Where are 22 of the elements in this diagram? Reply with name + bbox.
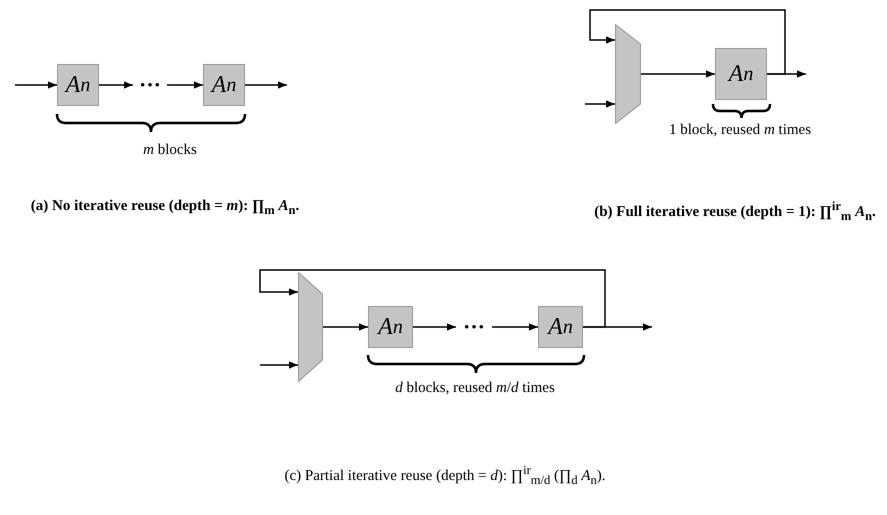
caption: (c) Partial iterative reuse (depth = d): ∏$^{ir}$$_{m/d}$ (∏$_{d}$ A$_{n}$). bbox=[284, 462, 606, 489]
arrow bbox=[589, 9, 786, 75]
arrow bbox=[492, 323, 538, 331]
multiplexer-shape bbox=[298, 272, 323, 382]
caption: (a) No iterative reuse (depth = m): ∏$_{m}$ A$_{n}$. bbox=[30, 197, 300, 219]
caption: (b) Full iterative reuse (depth = 1): ∏$^{ir}$$_{m}$ A$_{n}$. bbox=[593, 198, 877, 225]
multiplexer-shape bbox=[615, 24, 641, 124]
arrow bbox=[641, 70, 715, 78]
arrow bbox=[413, 323, 456, 331]
arrow bbox=[585, 100, 615, 108]
brace-label: d blocks, reused m/d times bbox=[394, 379, 556, 398]
brace-label: 1 block, reused m times bbox=[668, 121, 812, 140]
arrow bbox=[260, 361, 298, 369]
arrow bbox=[323, 323, 368, 331]
brace-label: m blocks bbox=[142, 141, 198, 160]
arrow bbox=[167, 81, 203, 89]
arrow bbox=[245, 81, 287, 89]
ellipsis: ··· bbox=[456, 312, 492, 342]
arrow bbox=[259, 269, 606, 328]
arrow bbox=[99, 81, 133, 89]
arrow bbox=[15, 81, 57, 89]
ellipsis: ··· bbox=[133, 70, 167, 100]
